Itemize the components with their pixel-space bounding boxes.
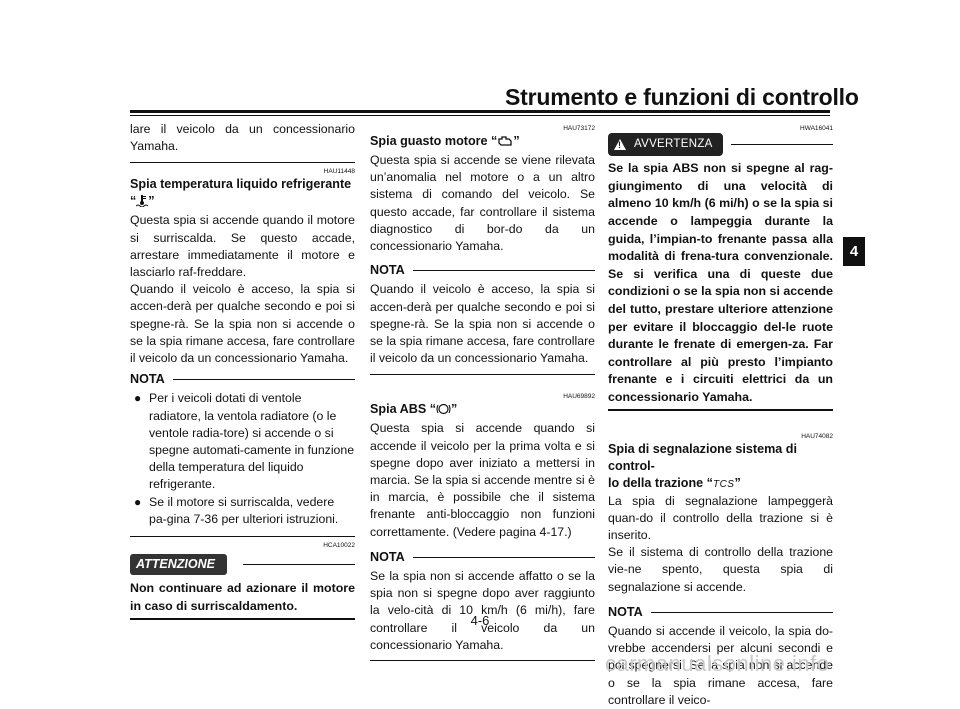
nota-rule — [412, 556, 595, 558]
nota-label: NOTA — [608, 604, 643, 619]
coolant-paragraph-1: Questa spia si accende quando il motore … — [130, 213, 355, 280]
page-number: 4-6 — [470, 613, 490, 628]
nota-label: NOTA — [370, 549, 405, 564]
section-code: HAU11448 — [323, 168, 355, 176]
warning-header: ! AVVERTENZA — [608, 133, 833, 157]
nota-header: NOTA — [370, 262, 595, 279]
coolant-paragraph-2: Quando il veicolo è acceso, la spia si a… — [130, 282, 355, 366]
warning-rule — [730, 144, 833, 146]
chapter-tab: 4 — [843, 237, 865, 266]
tcs-paragraph-1: La spia di segnalazione lampeggerà quan-… — [608, 493, 833, 542]
quote-close: ” — [451, 402, 458, 417]
attention-text: Non continuare ad azionare il motore in … — [130, 581, 355, 613]
attention-badge: ATTENZIONE — [130, 554, 227, 576]
bullet-text: Per i veicoli dotati di ventole radiator… — [149, 391, 355, 492]
section-divider — [130, 162, 355, 164]
engine-malfunction-icon — [497, 135, 513, 152]
warning-badge: ! AVVERTENZA — [608, 133, 723, 157]
nota-rule — [650, 611, 833, 613]
nota-header: NOTA — [370, 549, 595, 566]
attention-end-rule — [130, 618, 355, 621]
column-2: HAU73172 Spia guasto motore “ ” Questa sp… — [370, 121, 595, 662]
section-code: HAU69892 — [563, 393, 595, 401]
section-divider — [370, 660, 595, 662]
nota-header: NOTA — [130, 371, 355, 388]
intro-text: lare il veicolo da un concessionario Yam… — [130, 122, 355, 154]
coolant-heading: Spia temperatura liquido refrigerante — [130, 177, 352, 192]
engine-heading-text: Spia guasto motore “ — [370, 134, 498, 148]
section-code: HCA10022 — [323, 542, 355, 550]
attention-rule — [242, 564, 355, 566]
column-1: lare il veicolo da un concessionario Yam… — [130, 121, 355, 621]
nota-rule — [172, 379, 355, 381]
bullet-icon: ● — [134, 494, 142, 509]
section-code: HWA16041 — [800, 125, 833, 132]
warning-label: AVVERTENZA — [634, 138, 713, 150]
quote-close: ” — [734, 475, 741, 490]
bullet-icon: ● — [134, 391, 142, 406]
nota-text: Se la spia non si accende affatto o se l… — [370, 569, 595, 652]
coolant-temperature-icon — [135, 194, 149, 212]
abs-heading-text: Spia ABS “ — [370, 402, 437, 417]
page-title: Strumento e funzioni di controllo — [505, 84, 859, 110]
tcs-heading: Spia di segnalazione sistema di control- — [608, 441, 797, 473]
abs-paragraph: Questa spia si accende quando si accende… — [370, 421, 595, 539]
section-code: HAU73172 — [563, 125, 595, 132]
tcs-heading-line-2: lo della trazione “TCS” — [608, 475, 833, 493]
quote-close: ” — [513, 134, 520, 148]
engine-paragraph: Questa spia si accende se viene rilevata… — [370, 153, 595, 254]
nota-header: NOTA — [608, 604, 833, 621]
attention-header: ATTENZIONE — [130, 554, 355, 576]
header-rule-thin — [130, 115, 830, 116]
nota-label: NOTA — [130, 372, 165, 387]
section-divider — [130, 536, 355, 538]
tcs-paragraph-2: Se il sistema di controllo della trazion… — [608, 545, 833, 594]
list-item: ● Per i veicoli dotati di ventole radiat… — [130, 390, 355, 493]
warning-text: Se la spia ABS non si spegne al rag-giun… — [608, 161, 833, 404]
quote-open: “ — [130, 194, 137, 209]
warning-end-rule — [608, 408, 833, 411]
section-code: HAU74082 — [801, 432, 833, 440]
watermark: carmanualsonline.info — [605, 651, 830, 676]
tcs-icon: TCS — [712, 478, 735, 490]
nota-label: NOTA — [370, 263, 405, 278]
warning-triangle-icon: ! — [614, 139, 626, 151]
abs-icon — [436, 403, 451, 420]
column-3: HWA16041 ! AVVERTENZA Se la spia ABS non… — [608, 121, 833, 709]
section-divider — [370, 374, 595, 376]
nota-text: Quando il veicolo è acceso, la spia si a… — [370, 282, 595, 366]
bullet-text: Se il motore si surriscalda, vedere pa-g… — [149, 494, 339, 526]
header-rule — [130, 110, 830, 113]
nota-rule — [412, 270, 595, 272]
list-item: ● Se il motore si surriscalda, vedere pa… — [130, 494, 355, 528]
tcs-heading-text: lo della trazione “ — [608, 475, 713, 490]
coolant-heading-icon-line: “” — [130, 193, 355, 212]
engine-heading: Spia guasto motore “ ” — [370, 133, 595, 152]
abs-heading: Spia ABS “ ” — [370, 401, 595, 420]
quote-close: ” — [148, 194, 155, 209]
